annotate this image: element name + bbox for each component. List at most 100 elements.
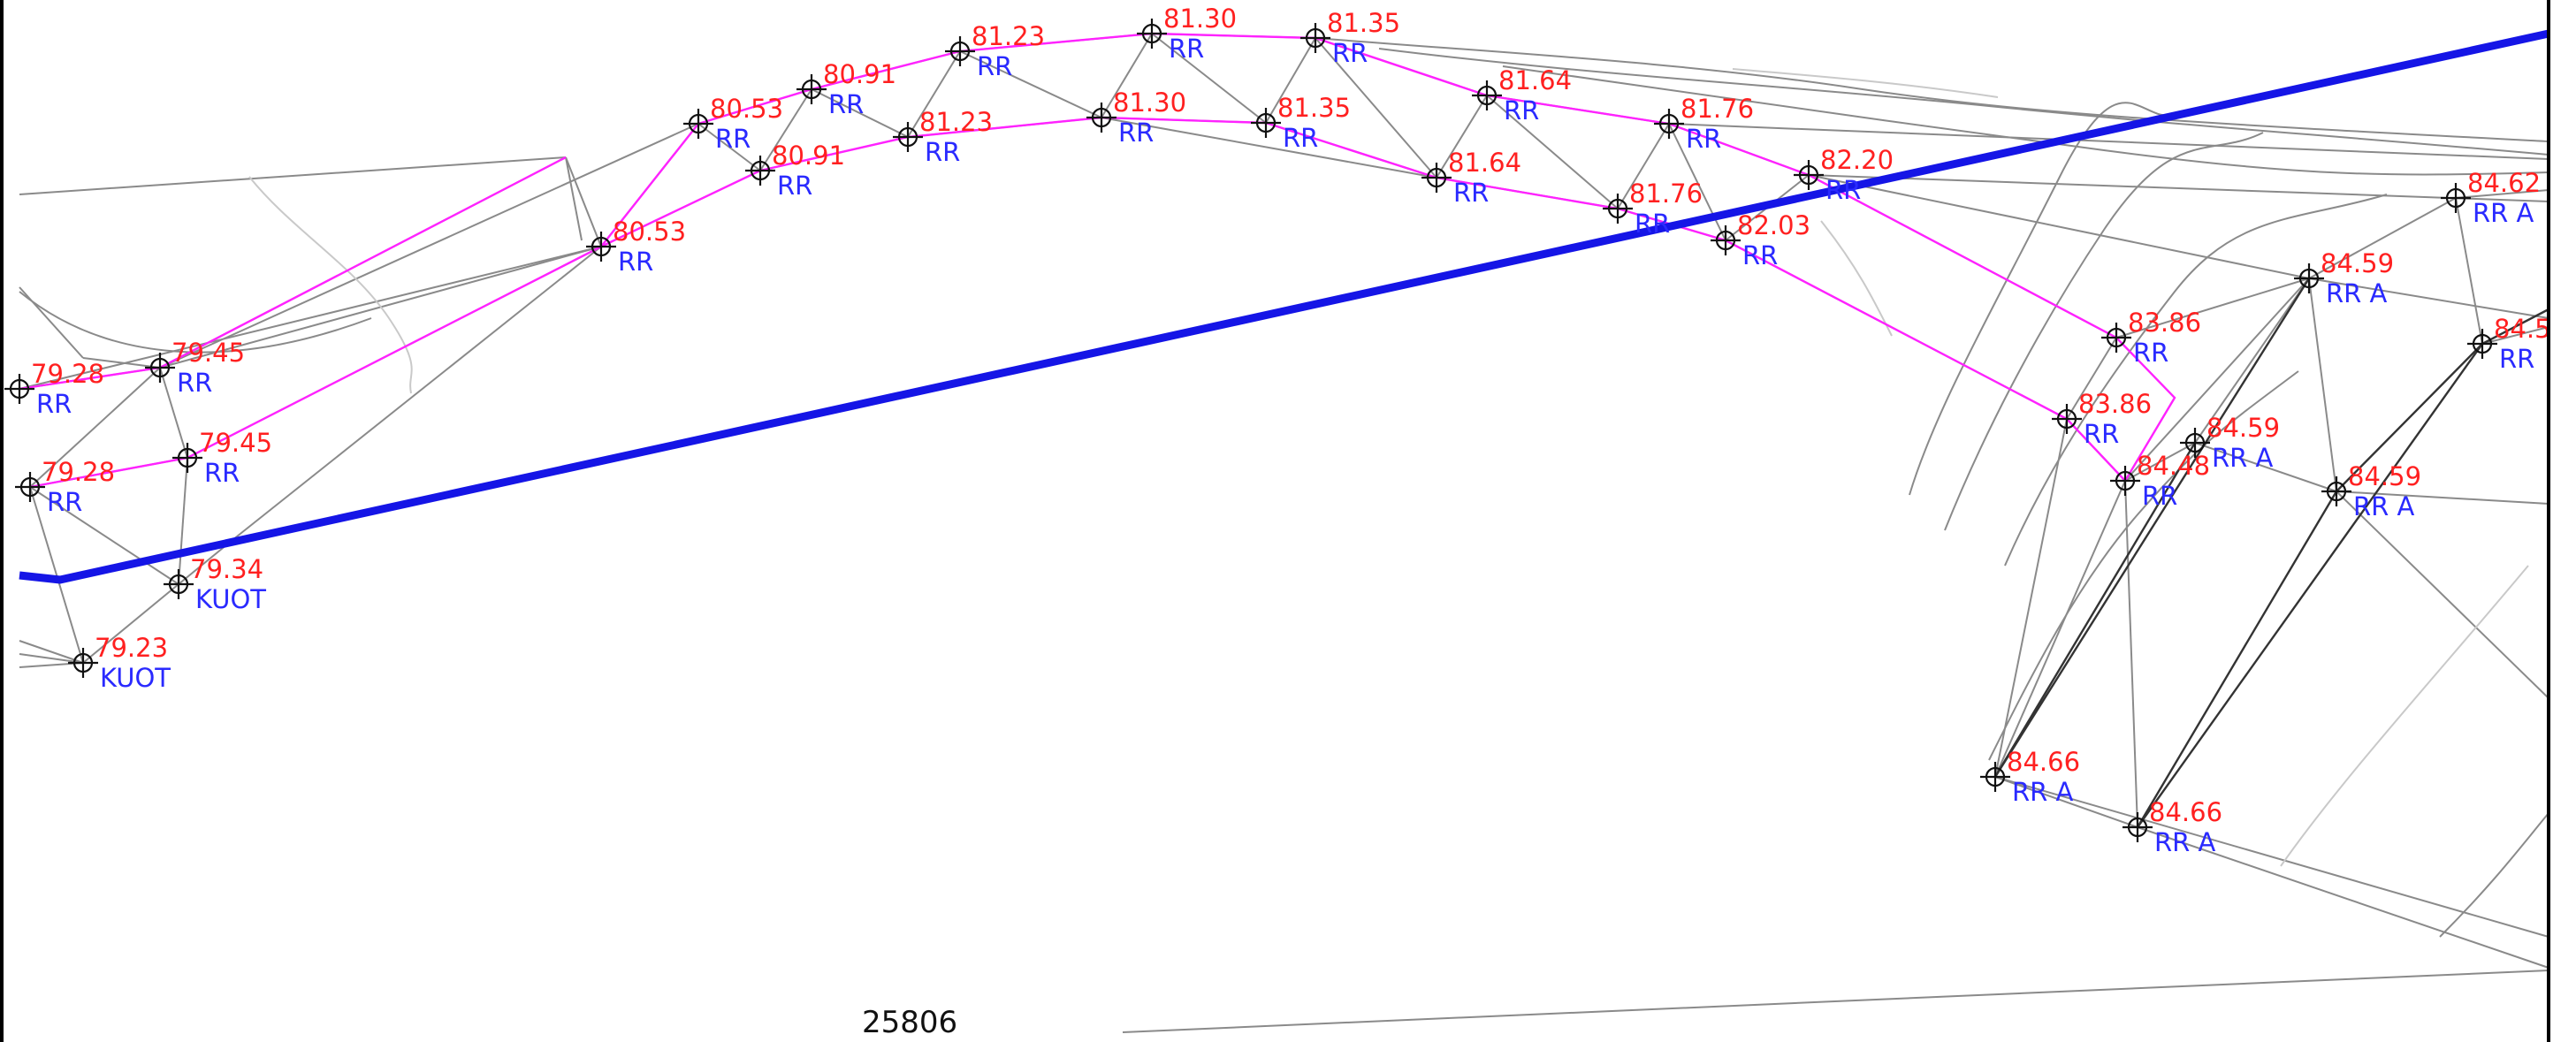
point-code-label: RR [925, 137, 960, 167]
tin-edge [19, 640, 84, 664]
tin-edge [1486, 95, 1619, 209]
dimension-label: 25806 [862, 1005, 957, 1040]
point-marker-icon [1711, 225, 1741, 255]
point-marker-icon [1300, 23, 1330, 53]
point-code-label: RR [618, 247, 653, 277]
tin-edge [19, 653, 84, 664]
tin-edge [1436, 95, 1488, 179]
tin-edge [2194, 442, 2337, 492]
elevation-label: 81.23 [972, 21, 1045, 51]
elevation-label: 81.30 [1163, 4, 1237, 34]
elevation-label: 80.53 [613, 217, 686, 247]
boundary-line-group [19, 29, 2549, 584]
point-marker-icon [1654, 109, 1684, 139]
point-marker-icon [15, 472, 45, 502]
elevation-label: 83.86 [2128, 308, 2201, 338]
elevation-label: 82.20 [1820, 145, 1894, 175]
elevation-label: 79.45 [171, 338, 245, 368]
tin-edge [159, 123, 699, 369]
point-marker-icon [683, 109, 713, 139]
point-code-label: RR A [2326, 278, 2388, 308]
point-code-label: RR [47, 487, 82, 517]
point-code-label: RR [2133, 338, 2168, 368]
tin-edge-dark [2481, 308, 2549, 346]
tin-edge [236, 246, 602, 537]
breakline [600, 32, 2176, 482]
elevation-label: 81.35 [1277, 93, 1351, 123]
elevation-label: 84.59 [2321, 248, 2394, 278]
point-code-label: RR [36, 389, 72, 419]
elevation-label: 79.28 [42, 457, 115, 487]
tin-edge [1994, 776, 2549, 938]
point-marker-icon [2123, 812, 2153, 842]
tin-edge [1315, 37, 1437, 179]
point-marker-icon [164, 569, 194, 599]
point-code-label: RR [828, 89, 864, 119]
boundary-bottom-line [1122, 970, 2549, 1033]
point-code-label: RR [2084, 419, 2119, 449]
tin-edge-dark [1993, 278, 2311, 778]
point-marker-icon [1137, 19, 1167, 49]
point-code-label: RR [1635, 209, 1670, 239]
point-code-label: RR A [2473, 198, 2534, 228]
elevation-label: 84.66 [2149, 797, 2222, 827]
elevation-label: 81.64 [1498, 65, 1572, 95]
tin-edge [2124, 278, 2310, 482]
point-marker-icon [68, 648, 98, 678]
tin-edge [565, 156, 602, 247]
point-code-label: RR [2499, 344, 2534, 374]
elevation-label: 80.91 [823, 59, 896, 89]
tin-edge-dark [2336, 343, 2483, 492]
elevation-label: 81.30 [1113, 87, 1186, 118]
point-code-label: RR [715, 124, 751, 154]
survey-point[interactable]: 84.5RR [2467, 314, 2551, 374]
elevation-label: 80.91 [772, 141, 845, 171]
point-code-label: RR [177, 368, 212, 398]
tin-edge [1994, 418, 2068, 778]
elevation-label: 83.86 [2078, 389, 2152, 419]
tin-edge [811, 88, 909, 138]
contour-line [1944, 132, 2264, 531]
contour-line [1909, 102, 2176, 496]
elevation-label: 81.64 [1448, 148, 1521, 178]
point-marker-icon [796, 74, 827, 104]
tin-edge [959, 50, 1102, 118]
tin-edge [2124, 480, 2138, 828]
tin-edge [2336, 491, 2549, 505]
tin-edge [1668, 123, 1726, 241]
tin-edge [19, 286, 84, 359]
property-boundary-line [19, 29, 2549, 584]
